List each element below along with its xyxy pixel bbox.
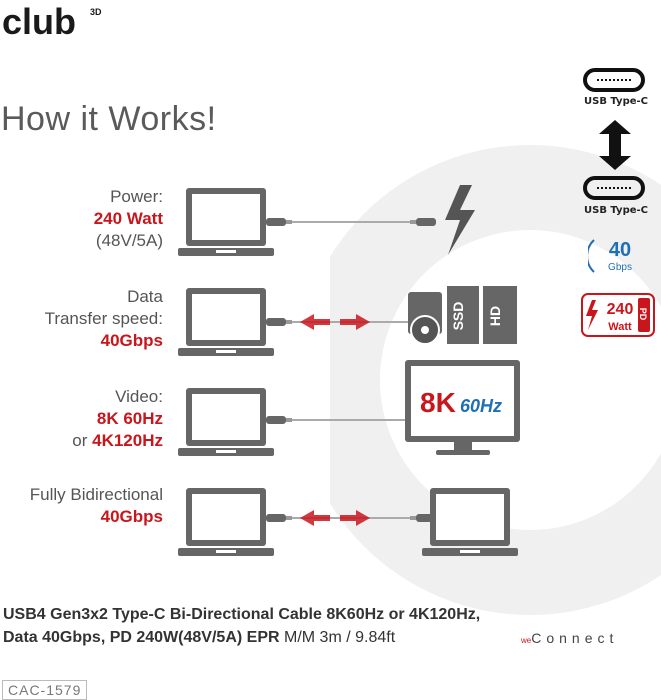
svg-text:Gbps: Gbps — [608, 262, 632, 273]
double-arrow-icon — [599, 120, 631, 170]
product-description: USB4 Gen3x2 Type-C Bi-Directional Cable … — [3, 606, 481, 646]
feature-power-label: Power: 240 Watt (48V/5A) — [93, 187, 163, 250]
usb-c-port-top-icon — [583, 68, 645, 92]
laptop-video-icon — [178, 388, 274, 456]
hd-drive-icon: HD — [483, 286, 517, 344]
svg-text:8K: 8K — [420, 387, 456, 418]
svg-text:Watt: Watt — [608, 321, 632, 333]
lightning-icon — [445, 185, 475, 255]
arrow-left-icon-2 — [300, 510, 330, 526]
feature-video-label: Video: 8K 60Hz or 4K120Hz — [72, 387, 163, 450]
feature-data-label: Data Transfer speed: 40Gbps — [44, 287, 163, 350]
laptop-left-icon — [178, 488, 274, 556]
svg-text:40: 40 — [609, 239, 631, 261]
arrow-right-icon-2 — [340, 510, 370, 526]
40gbps-badge-icon: 40 Gbps — [588, 239, 632, 273]
svg-text:240: 240 — [607, 301, 634, 318]
club3d-logo: club 3D — [2, 1, 112, 45]
optical-drive-icon — [408, 292, 442, 345]
arrow-left-icon — [300, 314, 330, 330]
feature-bidirectional-label: Fully Bidirectional 40Gbps — [29, 485, 163, 526]
ssd-drive-icon: SSD — [447, 286, 479, 344]
laptop-right-icon — [422, 488, 518, 556]
page-title: How it Works! — [1, 100, 217, 138]
laptop-power-icon — [178, 188, 274, 256]
illustration: SSD HD 8K 60Hz — [178, 185, 520, 556]
svg-text:HD: HD — [487, 306, 503, 326]
product-sku: CAC-1579 — [2, 680, 88, 700]
power-cable — [265, 217, 437, 227]
laptop-data-icon — [178, 288, 274, 356]
svg-text:club: club — [2, 4, 76, 40]
svg-text:SSD: SSD — [450, 302, 466, 331]
monitor-icon: 8K 60Hz — [405, 360, 520, 455]
svg-text:60Hz: 60Hz — [460, 396, 502, 416]
we-connect-logo: weConnect — [521, 630, 619, 646]
usb-type-c-top-label: USB Type-C — [584, 96, 649, 107]
arrow-right-icon — [340, 314, 370, 330]
usb-c-port-bottom-icon — [583, 176, 645, 200]
svg-text:PD: PD — [638, 308, 648, 321]
svg-text:3D: 3D — [90, 7, 102, 17]
240w-pd-badge-icon: 240 Watt PD — [581, 293, 655, 337]
usb-type-c-bottom-label: USB Type-C — [584, 205, 649, 216]
